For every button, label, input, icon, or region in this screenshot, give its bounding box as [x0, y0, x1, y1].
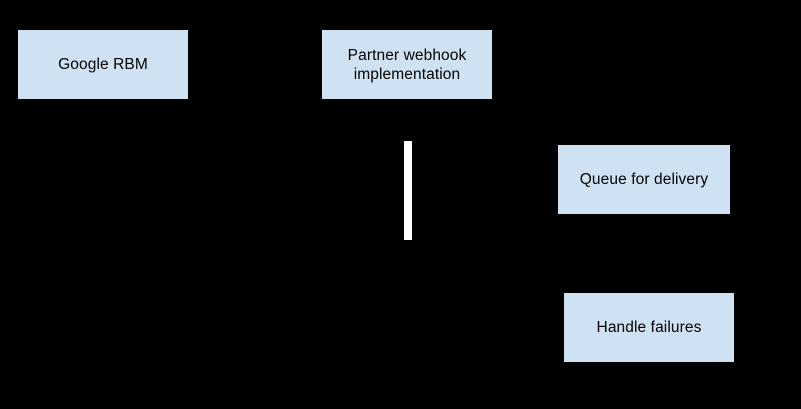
diagram-node-label: Partner webhook implementation	[347, 46, 467, 83]
diagram-node-google-rbm[interactable]: Google RBM	[18, 30, 188, 99]
diagram-node-label: Google RBM	[58, 56, 148, 73]
diagram-node-queue-for-delivery[interactable]: Queue for delivery	[558, 145, 730, 214]
diagram-connector-vertical-bar	[404, 141, 412, 240]
diagram-node-partner-webhook-implementation[interactable]: Partner webhook implementation	[322, 30, 492, 99]
diagram-node-label: Queue for delivery	[579, 171, 709, 188]
diagram-node-label: Handle failures	[596, 319, 702, 336]
diagram-node-handle-failures[interactable]: Handle failures	[564, 293, 734, 362]
